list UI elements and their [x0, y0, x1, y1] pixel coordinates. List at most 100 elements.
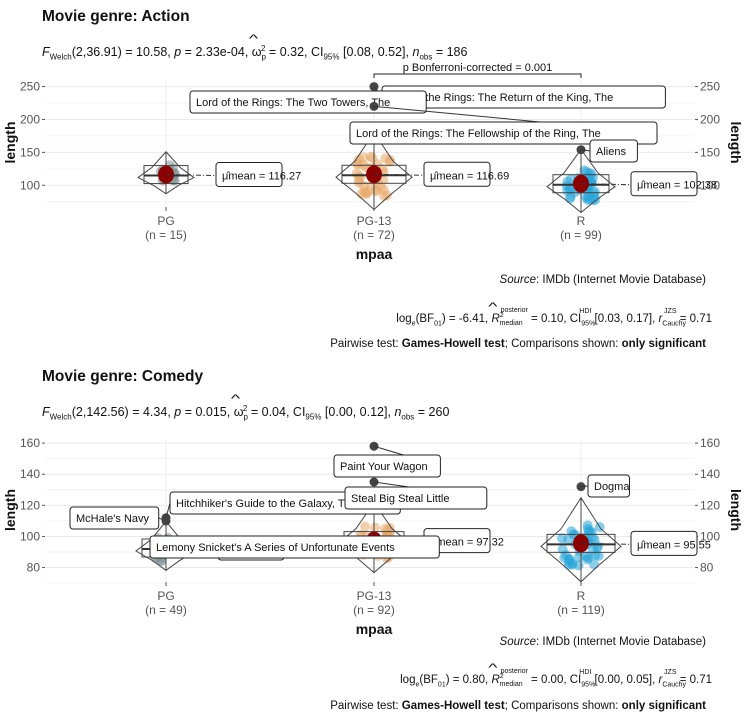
outlier-label: Aliens: [596, 146, 626, 158]
bayes-ci: [0.00, 0.05]: [594, 674, 653, 686]
r-cauchy: 0.71: [689, 313, 712, 325]
x-tick-n: (n = 99): [560, 228, 602, 242]
caption-pairwise: Pairwise test: Games-Howell test; Compar…: [330, 338, 706, 350]
y-tick-label-left: 100: [20, 529, 40, 543]
data-point: [556, 533, 567, 544]
data-point: [378, 190, 389, 201]
data-point: [588, 559, 599, 570]
outlier-label-box: [333, 454, 441, 478]
comedy-panel: Movie genre: Comedy FWelch(2,142.56) = 4…: [0, 360, 746, 720]
r-cauchy: 0.71: [689, 674, 712, 686]
caption-source: Source: IMDb (Internet Movie Database): [500, 636, 706, 648]
data-point: [370, 186, 381, 197]
ci-label: CI: [292, 405, 306, 420]
source-text: : IMDb (Internet Movie Database): [535, 636, 706, 648]
y-tick-label-left: 140: [20, 467, 40, 481]
data-point: [582, 194, 593, 205]
data-point: [557, 544, 568, 555]
outlier-label: Steal Big Steal Little: [351, 493, 449, 505]
bayes-factor: 0.80: [462, 674, 486, 686]
mean-connector: [580, 542, 632, 545]
outlier-connector: [580, 149, 591, 152]
outlier-label: Dogma: [594, 481, 630, 493]
pairwise-label: p Bonferroni-corrected = 0.001: [403, 62, 553, 74]
mean-label: μ̂mean = 116.69: [430, 170, 509, 182]
mean-label-box: [630, 171, 698, 197]
source-label: Source: [499, 274, 536, 286]
stat-value: 10.58: [136, 45, 168, 60]
effect-size: 0.32: [279, 45, 305, 60]
comparisons-shown: only significant: [621, 338, 706, 350]
data-point: [581, 551, 592, 562]
ci-value: [0.08, 0.52]: [342, 45, 406, 60]
action-panel: Movie genre: Action FWelch(2,36.91) = 10…: [0, 0, 746, 360]
r2-value: 0.00: [540, 674, 564, 686]
mean-label: μ̂mean = 95.55: [637, 539, 711, 551]
data-point: [365, 151, 376, 162]
data-point: [587, 172, 598, 183]
outlier-connector: [580, 485, 589, 488]
stat-symbol: F: [42, 45, 50, 60]
y-tick-label-left: 250: [20, 80, 40, 94]
outlier-label: Lord of the Rings: The Two Towers, The: [196, 97, 390, 109]
outlier-label: Lemony Snicket's A Series of Unfortunate…: [156, 542, 395, 554]
chart-subtitle: FWelch(2,36.91) = 10.58, p = 2.33e-04, ω…: [42, 44, 467, 62]
chart-title: Movie genre: Comedy: [42, 368, 204, 385]
x-tick-label: PG: [157, 214, 174, 228]
x-tick-label: PG-13: [357, 214, 392, 228]
data-point: [579, 165, 590, 176]
outlier-label-box: [349, 121, 658, 145]
y-tick-label-right: 120: [700, 498, 720, 512]
mean-label-box: [630, 530, 698, 556]
y-axis-title-left: length: [2, 489, 18, 531]
y-axis-title-right: length: [728, 489, 744, 531]
y-tick-label-right: 250: [700, 80, 720, 94]
bayes-factor: -6.41: [458, 313, 486, 325]
outlier-label: Lord of the Rings: The Return of the Kin…: [388, 92, 613, 104]
pairwise-bracket: [373, 73, 582, 78]
data-point: [360, 521, 371, 532]
mean-label: μ̂mean = 102.38: [637, 180, 717, 192]
data-point: [589, 534, 600, 545]
caption-bayes: loge(BF01) = -6.41, R2medianposterior = …: [396, 307, 712, 327]
caption-source: Source: IMDb (Internet Movie Database): [500, 274, 706, 286]
mean-connector: [165, 174, 217, 177]
outlier-connector: [165, 502, 171, 518]
x-tick-label: PG-13: [357, 589, 392, 603]
p-value: 0.015: [195, 405, 227, 420]
data-point: [384, 522, 395, 533]
mean-label: μ̂mean = 116.27: [222, 171, 301, 183]
y-tick-label-right: 80: [700, 561, 714, 575]
stat-sub: Welch: [49, 52, 72, 62]
outlier-label-box: [344, 486, 488, 510]
x-axis-title: mpaa: [356, 621, 393, 637]
outlier-label-box: [589, 139, 638, 163]
r2-value: 0.10: [540, 313, 564, 325]
outlier-label: Paint Your Wagon: [340, 461, 428, 473]
outlier-label-box: [189, 90, 427, 114]
outlier-label: McHale's Navy: [76, 513, 150, 525]
caption-pairwise: Pairwise test: Games-Howell test; Compar…: [330, 700, 706, 712]
ci-label: CI: [310, 45, 324, 60]
x-tick-n: (n = 15): [145, 228, 187, 242]
x-tick-label: PG: [157, 589, 174, 603]
comparisons-shown: only significant: [621, 700, 706, 712]
x-tick-label: R: [577, 589, 586, 603]
y-axis-title-right: length: [728, 122, 744, 164]
y-tick-label-left: 120: [20, 498, 40, 512]
effect-size: 0.04: [261, 405, 286, 420]
data-point: [573, 552, 584, 563]
pairwise-test: Games-Howell test: [401, 338, 505, 350]
data-point: [564, 557, 575, 568]
mean-connector: [580, 183, 632, 186]
ci-value: [0.00, 0.12]: [324, 405, 388, 420]
y-tick-label-right: 140: [700, 467, 720, 481]
outlier-label: Hitchhiker's Guide to the Galaxy, The: [176, 498, 357, 510]
bayes-ci: [0.03, 0.17]: [594, 313, 653, 325]
outlier-label-box: [69, 506, 160, 530]
pairwise-test: Games-Howell test: [401, 700, 505, 712]
mean-connector: [373, 173, 425, 176]
y-tick-label-right: 100: [700, 529, 720, 543]
mean-label-box: [215, 162, 283, 188]
n-obs: 186: [446, 45, 468, 60]
